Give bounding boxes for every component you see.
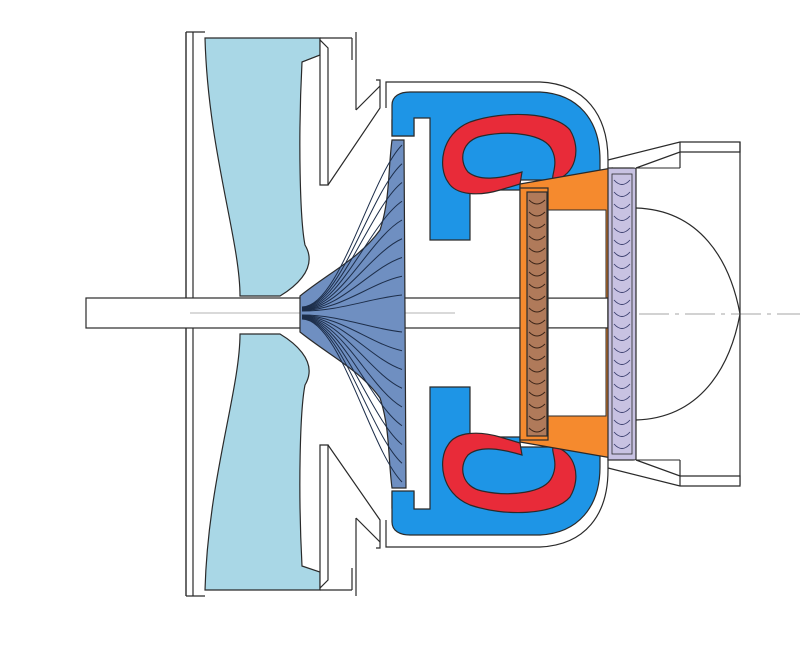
turbine-rotor-blade (528, 295, 546, 301)
exhaust-stator-blade (613, 299, 631, 305)
exhaust-stator-blade (613, 227, 631, 233)
impeller-blade-line (301, 315, 403, 352)
exhaust-stator-blade (613, 263, 631, 269)
impeller-blade-line (301, 315, 403, 370)
exhaust-stator-blade (613, 419, 631, 425)
turbine-rotor-blade (528, 307, 546, 313)
turbine-rotor-blade (528, 355, 546, 361)
exhaust-stator-blade (613, 203, 631, 209)
turbine-rotor-blade (528, 319, 546, 325)
inlet-duct (185, 31, 381, 597)
exhaust-stator-blade (613, 407, 631, 413)
flame-lower (442, 432, 577, 514)
exhaust-stator-blade (613, 359, 631, 365)
turbine-rotor-blade (528, 367, 546, 373)
impeller-blade-line (301, 163, 403, 308)
exhaust-stator-blade (613, 371, 631, 377)
combustion-chamber-upper (391, 91, 601, 241)
exhaust-stator-blade (613, 383, 631, 389)
exhaust-stator-blade (613, 179, 631, 185)
impeller-blade-line (301, 275, 403, 311)
exhaust-stator-blade (613, 287, 631, 293)
exhaust-stator-blade (613, 335, 631, 341)
exhaust-cone (635, 207, 741, 421)
impeller-blade-line (301, 316, 403, 389)
exhaust-stator-blade (613, 395, 631, 401)
exhaust-stator-blade (613, 311, 631, 317)
exhaust-stator-blade (613, 347, 631, 353)
turbine-rotor-blade (528, 391, 546, 397)
turbine-nozzle (519, 167, 613, 459)
impeller-blade-line (301, 316, 403, 408)
turbine-rotor-blade (528, 211, 546, 217)
impeller-blade-line (301, 200, 403, 309)
turbine-rotor-blade (528, 427, 546, 433)
exhaust-stator-blade (613, 239, 631, 245)
impeller-blade-line (301, 144, 403, 308)
exhaust-stator-blade (613, 215, 631, 221)
impeller-blade-line (301, 294, 403, 312)
turbine-rotor-blade (528, 199, 546, 205)
turbine-rotor-blade (528, 235, 546, 241)
exhaust-stator-blade (613, 275, 631, 281)
compressor-impeller (299, 119, 415, 509)
impeller-blade-line (301, 238, 403, 310)
turbine-rotor-blade (528, 331, 546, 337)
impeller-blade-line (301, 317, 403, 427)
impeller-blade-line (301, 317, 403, 445)
inlet-flow-lower (204, 333, 321, 591)
exhaust-stator-blade (613, 251, 631, 257)
turbine-rotor-blade (528, 379, 546, 385)
exhaust-guide-vanes (607, 167, 637, 461)
impeller-blade-line (301, 314, 403, 333)
impeller-blade-line (301, 318, 403, 464)
turbine-rotor-blade (528, 403, 546, 409)
impeller-blade-line (301, 182, 403, 309)
turbine-rotor-blade (528, 415, 546, 421)
exhaust-stator-blade (613, 431, 631, 437)
impeller-blade-line (301, 257, 403, 311)
exhaust-stator-blade (613, 443, 631, 449)
inlet-flow-upper (204, 37, 321, 297)
combustion-chamber-lower (391, 386, 601, 536)
exhaust-duct (607, 141, 741, 487)
impeller-blade-line (301, 318, 403, 483)
impeller-blade-line (301, 219, 403, 310)
turbine-rotor (526, 191, 548, 437)
turbine-rotor-blade (528, 247, 546, 253)
exhaust-stator-blade (613, 191, 631, 197)
turbine-rotor-blade (528, 283, 546, 289)
turbine-rotor-blade (528, 271, 546, 277)
turbine-rotor-blade (528, 223, 546, 229)
turbine-rotor-blade (528, 343, 546, 349)
flame-upper (442, 113, 577, 195)
turbine-rotor-blade (528, 259, 546, 265)
exhaust-stator-blade (613, 323, 631, 329)
